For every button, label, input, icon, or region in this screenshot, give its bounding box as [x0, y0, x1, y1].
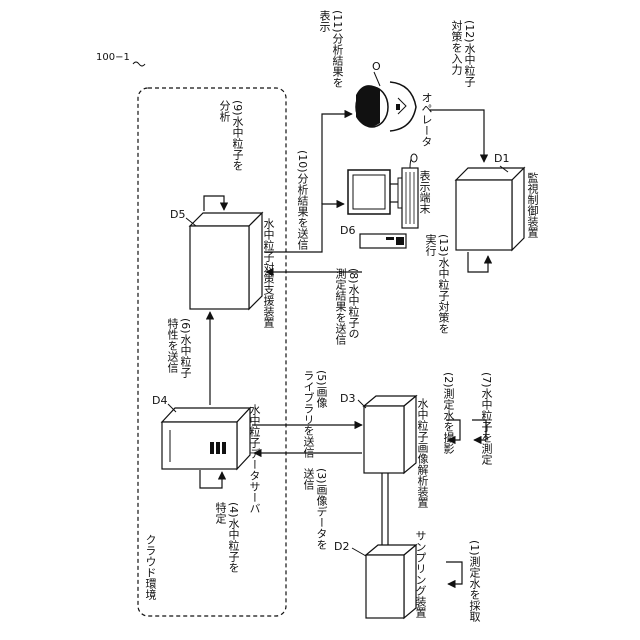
figure-id-label: 100−1	[96, 52, 130, 63]
arrow-step9	[204, 196, 224, 211]
step6-label: (6)水中粒子 特性を送信	[166, 318, 192, 378]
d5-ref: D5	[170, 208, 185, 221]
figure-ref-pointer	[133, 62, 145, 66]
arrow-step4	[200, 470, 222, 488]
d2-ref: D2	[334, 540, 349, 553]
step9-label: (9)水中粒子を 分析	[218, 100, 244, 171]
step2-label: (2)測定水を撮影	[442, 372, 455, 454]
d6-ref: D6	[340, 224, 355, 237]
cloud-label: クラウド環境	[144, 534, 157, 600]
step11-label: (11)分析結果を 表示	[318, 10, 344, 88]
arrow-step13	[468, 252, 488, 272]
step8-label: (8)水中粒子の 測定結果を送信	[334, 268, 360, 345]
d4-name: 水中粒子データサーバ	[248, 404, 261, 514]
step1-label: (1)測定水を採取	[468, 540, 481, 622]
supervisory-control-device	[456, 168, 524, 250]
d3-leader	[358, 400, 366, 408]
d2-name: サンプリング装置	[414, 530, 427, 618]
d3-name: 水中粒子画像解析装置	[416, 398, 429, 508]
cloud-boundary	[138, 88, 286, 616]
arrow-step12	[430, 110, 484, 162]
d5-name: 水中粒子対策支援装置	[262, 218, 275, 328]
operator-leader	[374, 72, 380, 86]
step10-label: (10)分析結果を送信	[296, 150, 309, 250]
arrow-step1	[446, 562, 462, 584]
operator-name: オペレータ	[420, 92, 433, 147]
d4-ref: D4	[152, 394, 167, 407]
terminal-pc-body	[360, 234, 406, 248]
data-server-device	[162, 408, 250, 469]
d2-leader	[352, 548, 366, 556]
d6-name: 表示端末	[418, 170, 431, 214]
d1-name: 監視制御装置	[526, 172, 539, 238]
step5-label: (5)画像 ライブラリを送信	[302, 370, 328, 458]
step4-label: (4)水中粒子を 特定	[214, 502, 240, 573]
step12-label: (12)水中粒子 対策を入力	[450, 20, 476, 87]
countermeasure-support-device	[190, 213, 262, 309]
operator-figure	[356, 82, 416, 131]
display-terminal	[348, 154, 418, 228]
step3-label: (3)画像データを 送信	[302, 468, 328, 550]
sampling-device	[366, 545, 416, 618]
d3-ref: D3	[340, 392, 355, 405]
step13-label: (13)水中粒子対策を 実行	[424, 234, 450, 334]
image-analysis-device	[364, 396, 416, 473]
step7-label: (7)水中粒子を測定	[480, 372, 493, 465]
d1-ref: D1	[494, 152, 509, 165]
operator-ref: O	[372, 60, 381, 73]
